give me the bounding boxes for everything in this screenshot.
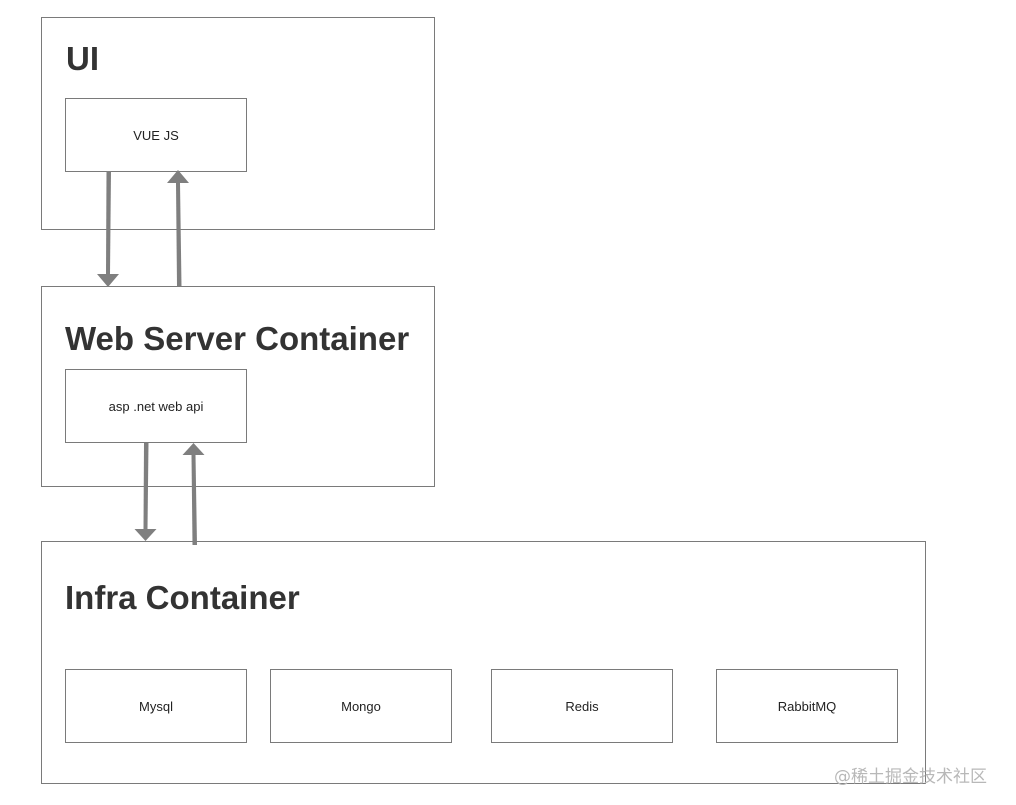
web-server-container-title: Web Server Container — [65, 320, 410, 357]
infra-container: Infra Container Mysql Mongo Redis Rabbit… — [41, 541, 926, 784]
asp-net-web-api-component: asp .net web api — [65, 369, 247, 443]
ui-container: UI VUE JS — [41, 17, 435, 230]
watermark-text: @稀土掘金技术社区 — [834, 767, 987, 787]
vue-js-component: VUE JS — [65, 98, 247, 172]
redis-component: Redis — [491, 669, 673, 743]
infra-container-title: Infra Container — [65, 579, 300, 616]
web-server-container: Web Server Container asp .net web api — [41, 286, 435, 487]
rabbitmq-component: RabbitMQ — [716, 669, 898, 743]
ui-container-title: UI — [66, 40, 99, 77]
mongo-component: Mongo — [270, 669, 452, 743]
mysql-component: Mysql — [65, 669, 247, 743]
